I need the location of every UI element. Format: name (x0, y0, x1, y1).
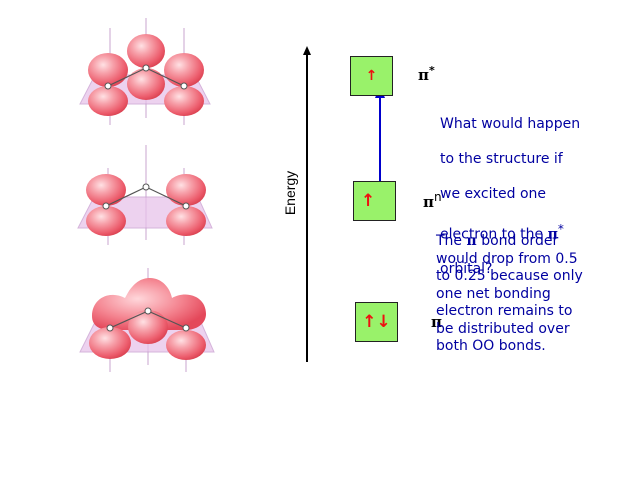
pi-n-label: πn (423, 190, 442, 211)
pi-symbol: π (466, 233, 477, 249)
energy-axis (303, 46, 311, 362)
answer-body: bond order would drop from 0.5 to 0.25 b… (436, 233, 583, 354)
pi-star-label: π* (418, 64, 435, 84)
question-line: orbital? (440, 261, 493, 278)
pi-star-sup: * (557, 221, 564, 236)
question-text: What would happen to the structure if we… (440, 98, 580, 296)
electron-pair-arrows: ↑↓ (362, 312, 391, 332)
pi-n-label-sup: n (433, 190, 442, 204)
answer-lead: The (436, 233, 467, 249)
pi-n-level-box: ↑ (353, 181, 396, 221)
pi-star-orbital (79, 18, 211, 125)
pi-nonbonding-orbital (77, 145, 213, 245)
pi-label: π (431, 313, 442, 331)
pi-symbol: π (547, 226, 558, 243)
energy-axis-label: Energy (282, 170, 298, 216)
pi-level-box: ↑↓ (355, 302, 398, 342)
electron-arrow-up: ↑ (365, 68, 378, 84)
pi-star-level-box: ↑ (350, 56, 393, 96)
pi-n-label-symbol: π (423, 193, 434, 211)
pi-star-label-sup: * (428, 64, 435, 77)
pi-label-symbol: π (431, 313, 442, 331)
pi-bonding-orbital (79, 268, 215, 372)
pi-star-label-symbol: π (418, 66, 429, 84)
question-line-text: electron to the (440, 226, 548, 243)
question-line: What would happen (440, 115, 581, 132)
question-line: we excited one (440, 185, 546, 202)
question-line: to the structure if (440, 150, 563, 167)
answer-text: The π bond order would drop from 0.5 to … (436, 233, 583, 356)
question-line: electron to the π* (440, 221, 580, 244)
electron-arrow-up: ↑ (361, 191, 376, 211)
